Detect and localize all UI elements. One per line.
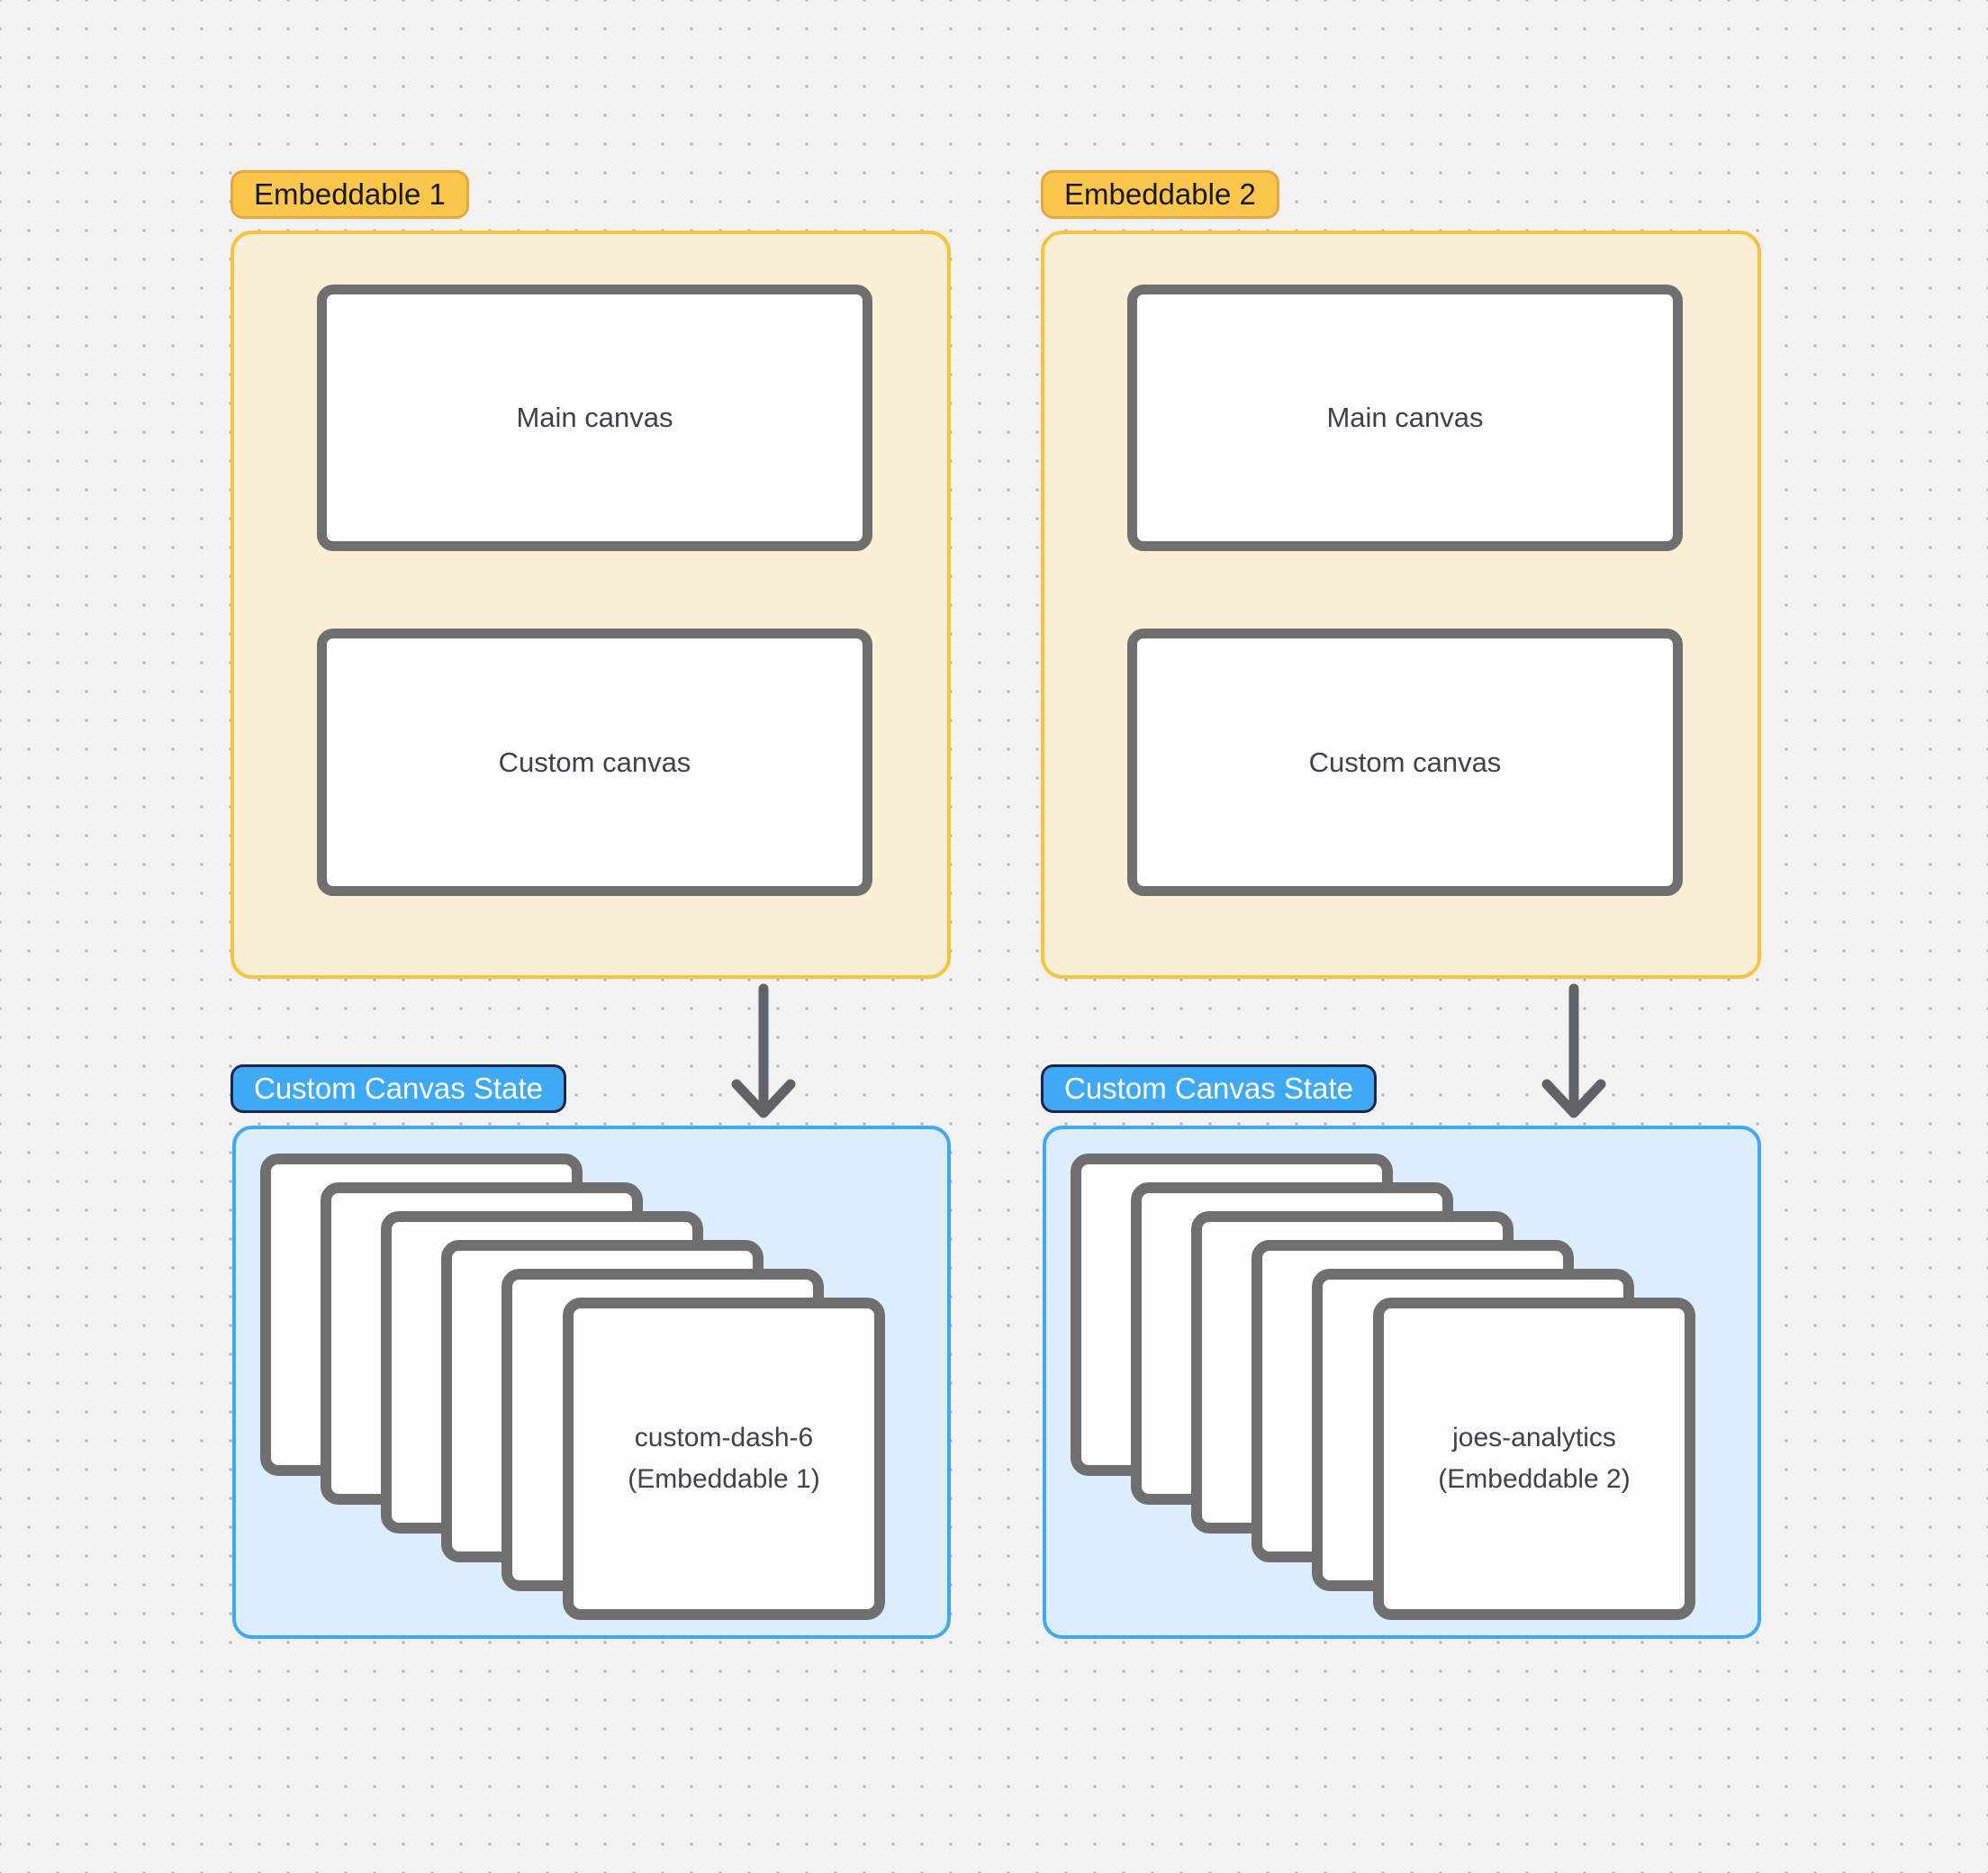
embeddable-1-label: Embeddable 1 — [230, 170, 469, 219]
custom-canvas-state-frame: joes-analytics (Embeddable 2) — [1043, 1126, 1761, 1639]
main-canvas-box: Main canvas — [317, 285, 872, 551]
front-card-subtitle: (Embeddable 1) — [628, 1464, 820, 1494]
down-arrow-icon — [731, 983, 796, 1118]
embeddable-2-label: Embeddable 2 — [1041, 170, 1279, 219]
front-card-title: joes-analytics — [1452, 1423, 1616, 1452]
custom-canvas-state-label: Custom Canvas State — [230, 1064, 566, 1113]
column-embeddable-2: Embeddable 2 Main canvas Custom canvas C… — [1041, 0, 1761, 1873]
front-card-subtitle: (Embeddable 2) — [1438, 1464, 1631, 1494]
front-card: joes-analytics (Embeddable 2) — [1373, 1298, 1695, 1620]
custom-canvas-state-label: Custom Canvas State — [1041, 1064, 1377, 1113]
column-embeddable-1: Embeddable 1 Main canvas Custom canvas C… — [230, 0, 951, 1873]
main-canvas-box: Main canvas — [1127, 285, 1683, 551]
embeddable-1-frame: Main canvas Custom canvas — [230, 231, 951, 979]
front-card: custom-dash-6 (Embeddable 1) — [563, 1298, 885, 1620]
custom-canvas-state-frame: custom-dash-6 (Embeddable 1) — [232, 1126, 951, 1639]
custom-canvas-box: Custom canvas — [317, 629, 872, 896]
embeddable-2-frame: Main canvas Custom canvas — [1041, 231, 1761, 979]
down-arrow-icon — [1541, 983, 1606, 1118]
custom-canvas-box: Custom canvas — [1127, 629, 1683, 896]
front-card-title: custom-dash-6 — [634, 1423, 814, 1452]
